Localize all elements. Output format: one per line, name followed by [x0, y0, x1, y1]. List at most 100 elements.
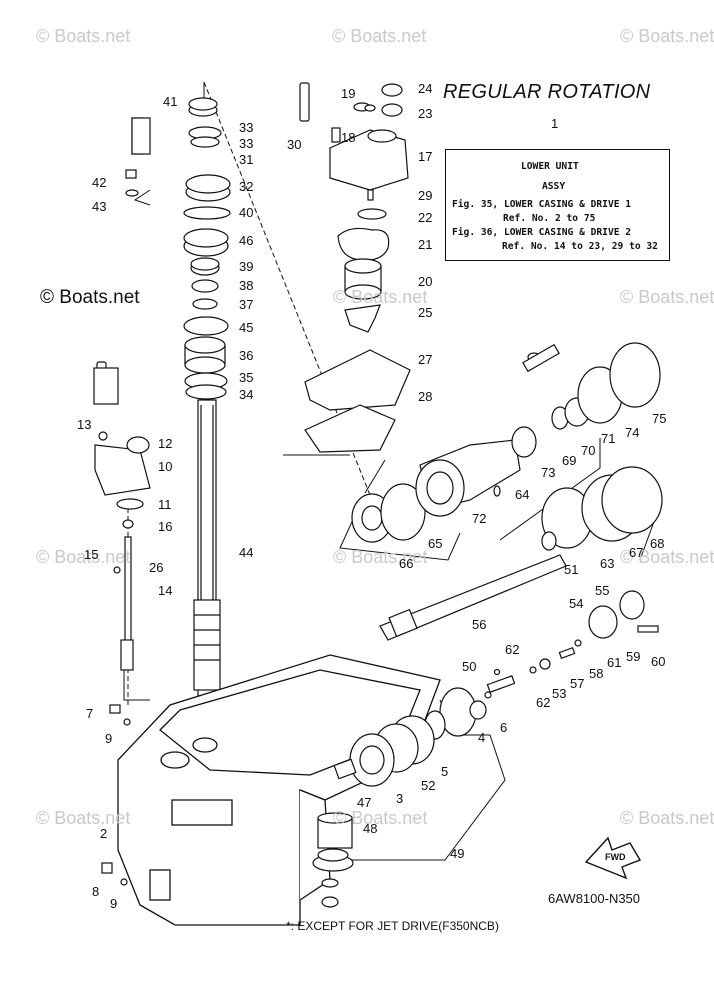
watermark: © Boats.net: [333, 808, 428, 828]
callout-number[interactable]: 4: [478, 730, 486, 745]
callout-number[interactable]: 24: [418, 81, 433, 96]
callout-number[interactable]: 13: [77, 417, 92, 432]
watermark-dark: © Boats.net: [40, 287, 140, 308]
callout-number[interactable]: 48: [363, 821, 378, 836]
callout-number[interactable]: 33: [239, 120, 254, 135]
callout-number[interactable]: 23: [418, 106, 433, 121]
callout-number[interactable]: 50: [462, 659, 477, 674]
callout-number[interactable]: 8: [92, 884, 100, 899]
callout-number[interactable]: 67: [629, 545, 644, 560]
callout-number[interactable]: 11: [158, 497, 172, 512]
callout-number[interactable]: 10: [158, 459, 173, 474]
callout-number[interactable]: 37: [239, 297, 254, 312]
callout-number[interactable]: 65: [428, 536, 443, 551]
callout-number[interactable]: 26: [149, 560, 164, 575]
callout-number[interactable]: 9: [105, 731, 113, 746]
watermark: © Boats.net: [620, 287, 714, 307]
callout-number[interactable]: 6: [500, 720, 508, 735]
callout-number[interactable]: 70: [581, 443, 596, 458]
callout-number[interactable]: 49: [450, 846, 465, 861]
callout-number[interactable]: 54: [569, 596, 584, 611]
callout-number[interactable]: 16: [158, 519, 173, 534]
ref-callout-number: 1: [551, 116, 559, 131]
propeller-shaft-assembly: [351, 342, 663, 641]
callout-number[interactable]: 30: [287, 137, 302, 152]
callout-number[interactable]: 36: [239, 348, 254, 363]
callout-number[interactable]: 27: [418, 352, 433, 367]
watermark: © Boats.net: [620, 808, 714, 828]
callout-number[interactable]: 61: [607, 655, 622, 670]
callout-number[interactable]: 39: [239, 259, 254, 274]
callout-number[interactable]: 19: [341, 86, 356, 101]
callout-number[interactable]: 41: [163, 94, 178, 109]
callout-number[interactable]: 63: [600, 556, 615, 571]
callout-number[interactable]: 75: [652, 411, 667, 426]
callout-number[interactable]: 7: [86, 706, 94, 721]
callout-number[interactable]: 25: [418, 305, 433, 320]
callout-number[interactable]: 53: [552, 686, 567, 701]
callout-number[interactable]: 52: [421, 778, 436, 793]
lower-casing: [117, 654, 441, 926]
callout-number[interactable]: 21: [418, 237, 433, 252]
callout-number[interactable]: 12: [158, 436, 173, 451]
callout-number[interactable]: 69: [562, 453, 577, 468]
info-line-3: Fig. 35, LOWER CASING & DRIVE 1: [452, 199, 632, 210]
drive-shaft: [193, 399, 221, 697]
info-line-4: Ref. No. 2 to 75: [503, 213, 596, 224]
watermark: © Boats.net: [333, 547, 428, 567]
callout-number[interactable]: 35: [239, 370, 254, 385]
callout-number[interactable]: 62: [536, 695, 551, 710]
watermark: © Boats.net: [620, 26, 714, 46]
assembly-info-box: LOWER UNIT ASSY Fig. 35, LOWER CASING & …: [445, 149, 670, 261]
callout-number[interactable]: 3: [396, 791, 404, 806]
watermark: © Boats.net: [332, 26, 427, 46]
callout-number[interactable]: 62: [505, 642, 520, 657]
callout-number[interactable]: 51: [564, 562, 579, 577]
callout-number[interactable]: 74: [625, 425, 640, 440]
callout-number[interactable]: 18: [341, 130, 356, 145]
callout-number[interactable]: 15: [84, 547, 99, 562]
callout-number[interactable]: 28: [418, 389, 433, 404]
lubrication-symbols: [93, 117, 560, 405]
callout-number[interactable]: 32: [239, 179, 254, 194]
watermark: © Boats.net: [36, 26, 131, 46]
callout-number[interactable]: 22: [418, 210, 433, 225]
callout-number[interactable]: 45: [239, 320, 254, 335]
clutch-assembly: [484, 590, 659, 699]
fwd-arrow-icon: [584, 836, 642, 880]
watermark: © Boats.net: [333, 287, 428, 307]
callout-number[interactable]: 72: [472, 511, 487, 526]
callout-number[interactable]: 17: [418, 149, 433, 164]
callout-number[interactable]: 47: [357, 795, 372, 810]
callout-number[interactable]: 64: [515, 487, 530, 502]
callout-number[interactable]: 60: [651, 654, 666, 669]
callout-number[interactable]: 5: [441, 764, 449, 779]
callout-number[interactable]: 33: [239, 136, 254, 151]
callout-number[interactable]: 29: [418, 188, 433, 203]
callout-number[interactable]: 14: [158, 583, 173, 598]
fasteners: [101, 104, 376, 886]
callout-number[interactable]: 38: [239, 278, 254, 293]
watermark: © Boats.net: [620, 547, 714, 567]
callout-number[interactable]: 20: [418, 274, 433, 289]
callout-number[interactable]: 71: [601, 431, 616, 446]
callout-number[interactable]: 2: [100, 826, 108, 841]
callout-number[interactable]: 9: [110, 896, 118, 911]
callout-number[interactable]: 55: [595, 583, 610, 598]
callout-number[interactable]: 42: [92, 175, 107, 190]
callout-number[interactable]: 43: [92, 199, 107, 214]
callout-number[interactable]: 57: [570, 676, 585, 691]
diagram-title: REGULAR ROTATION: [443, 81, 651, 103]
callout-number[interactable]: 58: [589, 666, 604, 681]
callout-number[interactable]: 44: [239, 545, 254, 560]
callout-number[interactable]: 56: [472, 617, 487, 632]
callout-number[interactable]: 68: [650, 536, 665, 551]
callout-number[interactable]: 34: [239, 387, 254, 402]
callout-number[interactable]: 59: [626, 649, 641, 664]
callout-number[interactable]: 40: [239, 205, 254, 220]
callout-number[interactable]: 73: [541, 465, 556, 480]
callout-number[interactable]: 46: [239, 233, 254, 248]
callout-number[interactable]: 31: [239, 152, 254, 167]
callout-number[interactable]: 66: [399, 556, 414, 571]
